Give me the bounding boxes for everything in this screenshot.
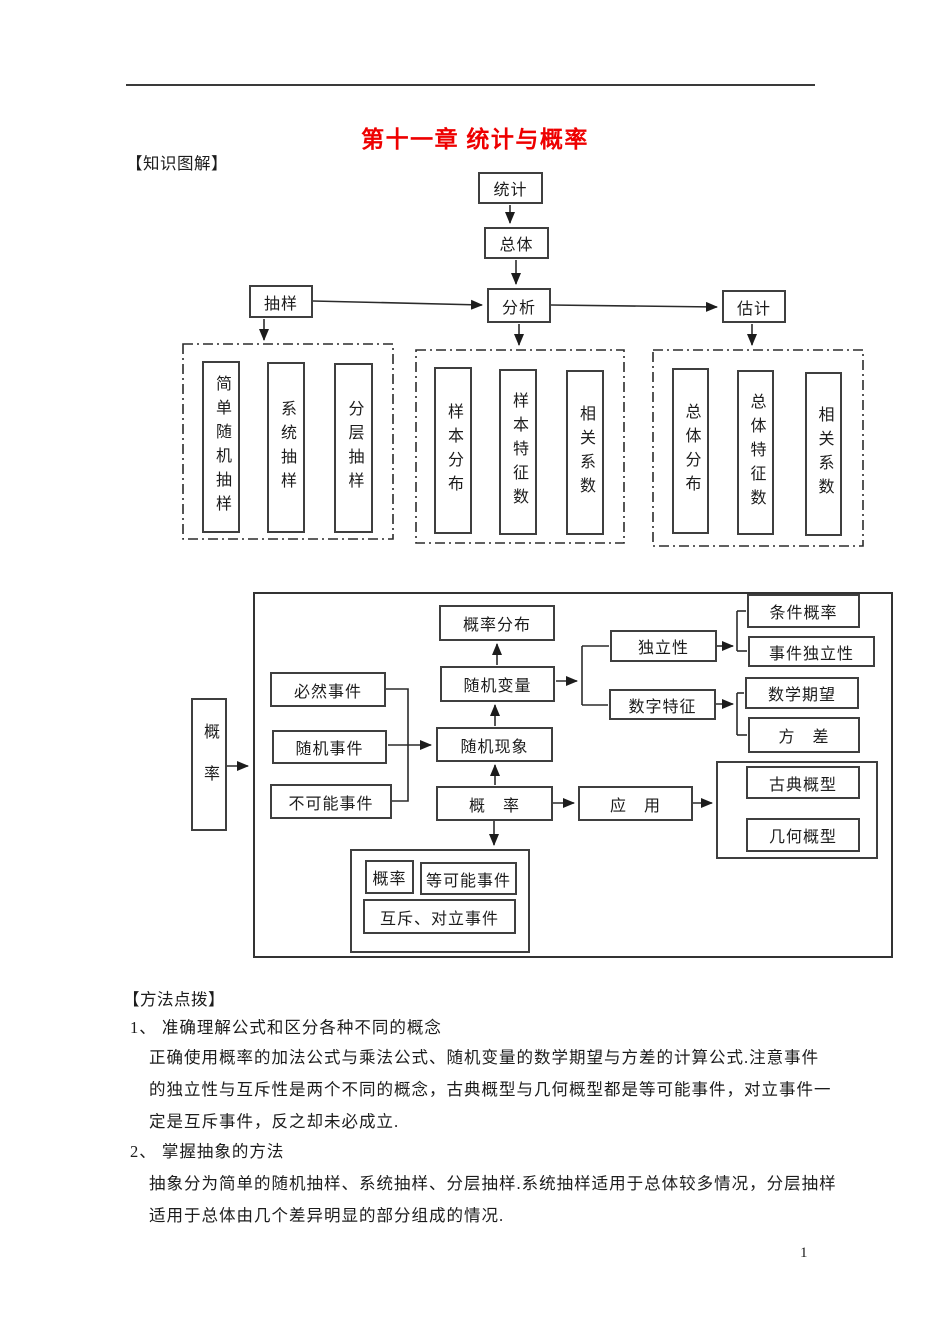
box-estimation: 估计 <box>722 290 786 323</box>
methods-item-2-line-1: 抽象分为简单的随机抽样、系统抽样、分层抽样.系统抽样适用于总体较多情况，分层抽样 <box>149 1174 837 1193</box>
box-population: 总体 <box>484 227 549 259</box>
box-sample-distribution: 样本分布 <box>434 367 472 534</box>
box-probability-distribution: 概率分布 <box>439 605 555 641</box>
box-probability-small: 概率 <box>365 860 414 894</box>
box-equally-likely-events: 等可能事件 <box>420 862 517 895</box>
methods-item-1-line-3: 定是互斥事件，反之却未必成立. <box>149 1112 400 1131</box>
box-random-phenomenon: 随机现象 <box>436 727 553 762</box>
box-analysis: 分析 <box>487 288 551 323</box>
methods-item-2-line-2: 适用于总体由几个差异明显的部分组成的情况. <box>149 1206 505 1225</box>
methods-item-1-line-1: 正确使用概率的加法公式与乘法公式、随机变量的数学期望与方差的计算公式.注意事件 <box>149 1048 820 1067</box>
methods-item-1-heading: 1、 准确理解公式和区分各种不同的概念 <box>130 1018 442 1037</box>
box-impossible-event: 不可能事件 <box>270 784 392 819</box>
box-independence: 独立性 <box>610 630 717 662</box>
methods-item-1-line-2: 的独立性与互斥性是两个不同的概念，古典概型与几何概型都是等可能事件，对立事件一 <box>149 1080 832 1099</box>
box-application: 应 用 <box>578 786 693 821</box>
box-variance: 方 差 <box>748 717 860 753</box>
box-statistics: 统计 <box>478 172 543 204</box>
box-mutually-exclusive-opposite-events: 互斥、对立事件 <box>363 899 516 934</box>
box-random-event: 随机事件 <box>272 730 387 764</box>
box-correlation-coefficient-sample: 相关系数 <box>566 370 604 535</box>
box-random-variable: 随机变量 <box>440 666 555 702</box>
box-probability: 概 率 <box>436 786 553 821</box>
box-numeric-characteristics: 数字特征 <box>609 689 716 720</box>
page-title: 第十一章 统计与概率 <box>361 127 589 152</box>
box-event-independence: 事件独立性 <box>748 636 875 667</box>
box-stratified-sampling: 分层抽样 <box>334 363 373 533</box>
knowledge-diagram-label: 【知识图解】 <box>126 154 228 173</box>
box-conditional-probability: 条件概率 <box>747 594 860 628</box>
box-systematic-sampling: 系统抽样 <box>267 362 305 533</box>
box-population-distribution: 总体分布 <box>672 368 709 534</box>
box-sample-characteristics: 样本特征数 <box>499 369 537 535</box>
methods-item-2-heading: 2、 掌握抽象的方法 <box>130 1142 285 1161</box>
box-simple-random-sampling: 简单随机抽样 <box>202 361 240 533</box>
page-number: 1 <box>800 1245 808 1261</box>
models-container <box>716 761 878 859</box>
box-population-characteristics: 总体特征数 <box>737 370 774 535</box>
header-rule <box>126 84 815 86</box>
box-classical-model: 古典概型 <box>746 766 860 799</box>
box-probability-root: 概率 <box>191 698 227 831</box>
box-sampling: 抽样 <box>249 285 313 318</box>
diagram1-arrows <box>259 205 757 346</box>
box-geometric-model: 几何概型 <box>746 818 860 852</box>
methods-label: 【方法点拨】 <box>123 990 225 1009</box>
box-correlation-coefficient-population: 相关系数 <box>805 372 842 536</box>
box-mathematical-expectation: 数学期望 <box>745 677 859 709</box>
events-container <box>350 849 530 953</box>
box-certain-event: 必然事件 <box>270 672 386 707</box>
